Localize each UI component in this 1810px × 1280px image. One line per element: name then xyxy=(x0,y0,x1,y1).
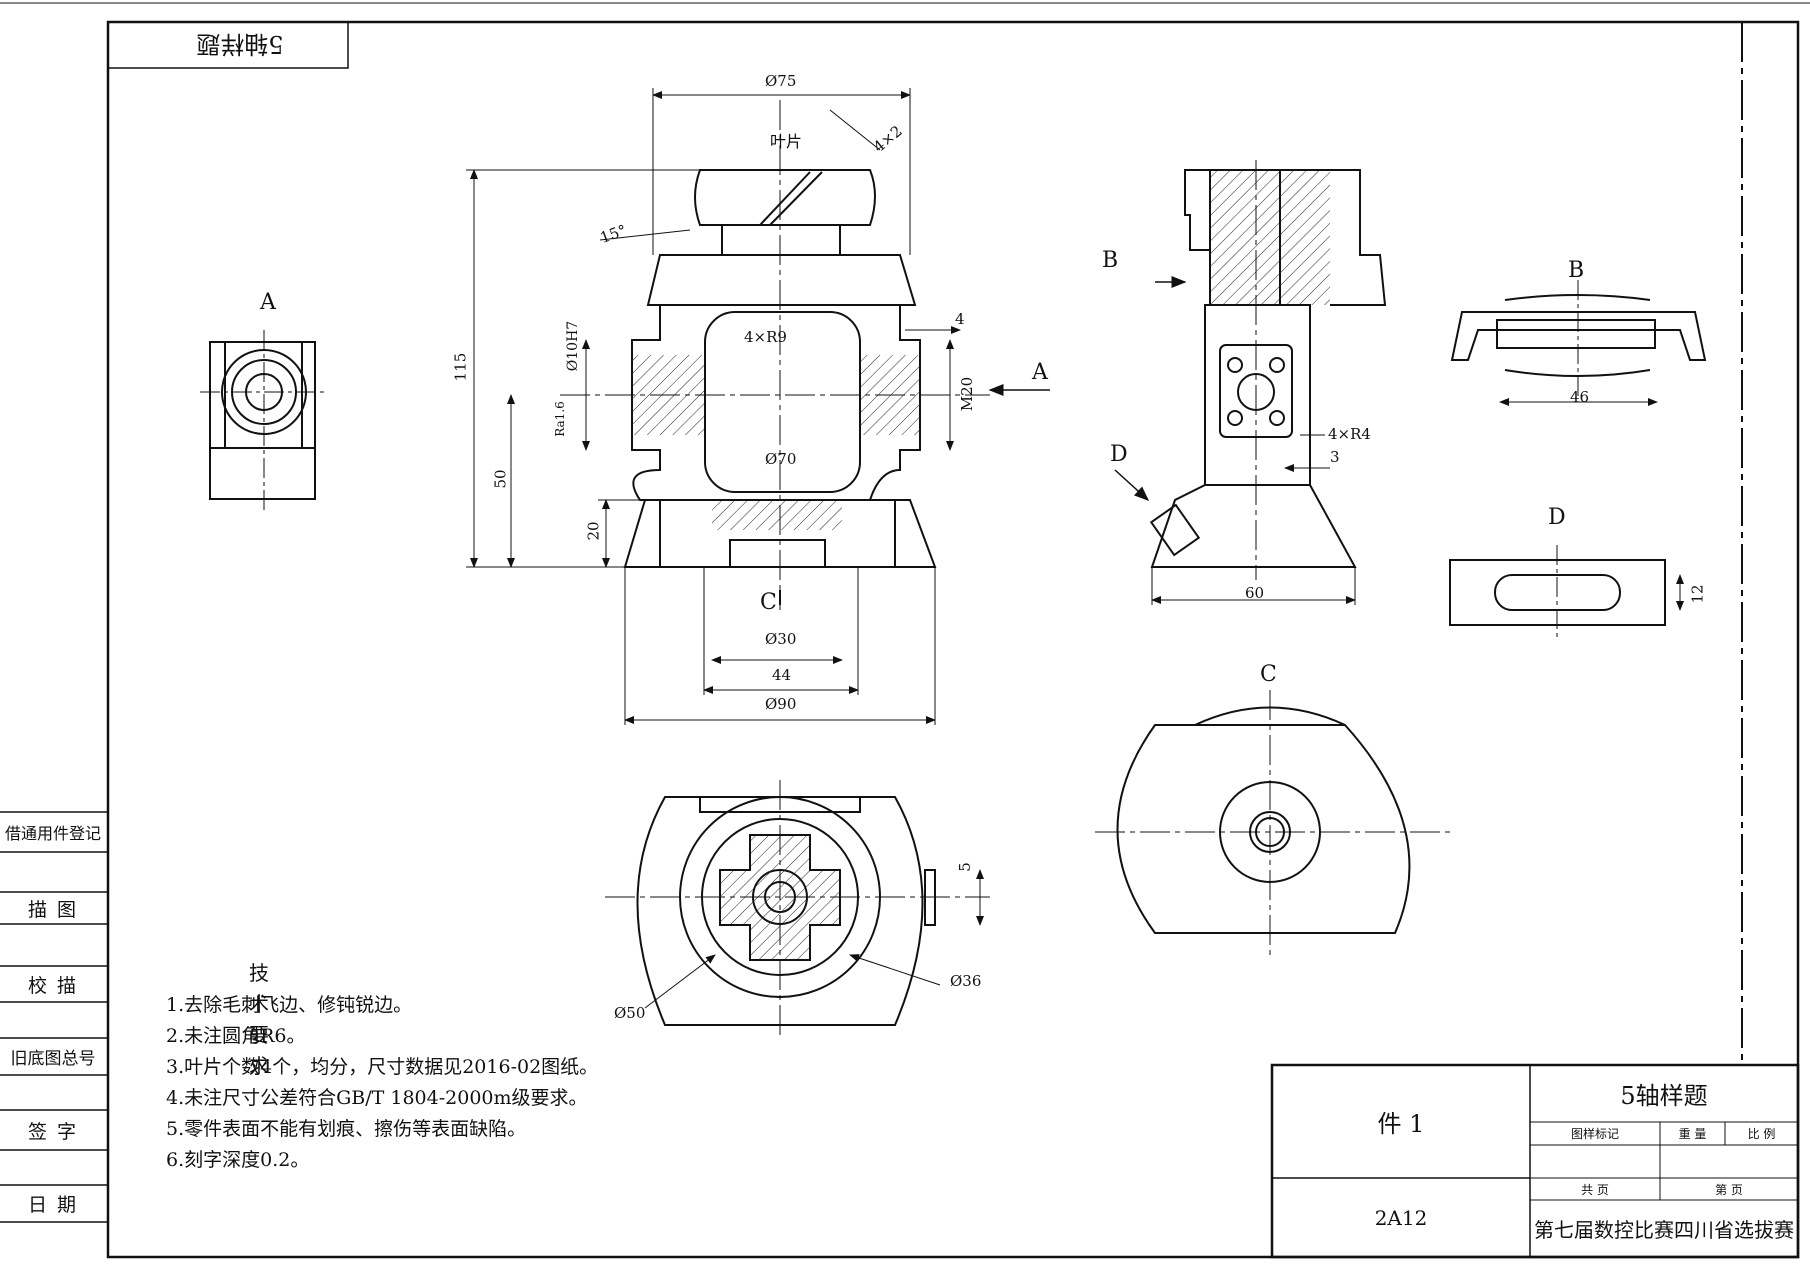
dim-w44: 44 xyxy=(772,666,792,684)
side-label-date: 日 期 xyxy=(27,1194,79,1216)
note-line: 5.零件表面不能有划痕、擦伤等表面缺陷。 xyxy=(166,1118,527,1140)
view-b xyxy=(1450,280,1707,406)
side-section-view xyxy=(1114,160,1387,605)
dim-r4: 4×R4 xyxy=(1328,425,1371,443)
front-view xyxy=(466,88,1050,725)
dim-w4: 4 xyxy=(955,310,965,328)
side-label-registry: 借通用件登记 xyxy=(4,824,101,843)
dim-d30: Ø30 xyxy=(765,630,797,648)
dim-w46: 46 xyxy=(1570,388,1590,406)
blade-label: 叶片 xyxy=(770,132,803,151)
tb-cell-weight: 重 量 xyxy=(1678,1127,1707,1141)
dim-ra: Ra1.6 xyxy=(552,401,567,437)
side-label-old-drawing-no: 旧底图总号 xyxy=(10,1049,96,1069)
tb-cell-page: 第 页 xyxy=(1715,1182,1743,1197)
view-a-arrow-label: A xyxy=(1032,360,1048,385)
view-a xyxy=(200,330,328,510)
dim-h115: 115 xyxy=(451,352,470,382)
note-line: 6.刻字深度0.2。 xyxy=(166,1149,310,1171)
view-d xyxy=(1449,545,1684,640)
note-line: 2.未注圆角R6。 xyxy=(166,1025,306,1047)
dim-h50: 50 xyxy=(491,469,510,489)
dim-w60: 60 xyxy=(1245,584,1265,602)
dim-fillet: 4×R9 xyxy=(744,328,787,346)
tb-cell-mark: 图样标记 xyxy=(1570,1127,1619,1141)
material-label: 2A12 xyxy=(1374,1205,1428,1230)
notes-heading: 技术要求 xyxy=(249,961,269,1078)
bottom-view xyxy=(605,780,990,1040)
side-panel-grid xyxy=(0,811,108,1223)
view-c xyxy=(1095,690,1450,960)
organization-label: 第七届数控比赛四川省选拔赛 xyxy=(1534,1218,1794,1242)
title-block-grid xyxy=(1270,1063,1800,1259)
view-d-arrow-label: D xyxy=(1110,442,1128,467)
view-d-label: D xyxy=(1548,505,1566,530)
dim-w5: 5 xyxy=(955,862,974,872)
tb-cell-scale: 比 例 xyxy=(1747,1127,1776,1141)
dim-d50: Ø50 xyxy=(614,1004,646,1022)
view-b-arrow-label: B xyxy=(1102,248,1119,273)
dim-d90: Ø90 xyxy=(765,695,797,713)
dim-d75: Ø75 xyxy=(765,72,797,90)
drawing-title: 5轴样题 xyxy=(1620,1082,1708,1110)
dim-h20: 20 xyxy=(584,521,603,541)
dim-w3: 3 xyxy=(1330,448,1340,466)
tb-cell-total-pages: 共 页 xyxy=(1581,1182,1609,1197)
note-line: 3.叶片个数4个，均分，尺寸数据见2016-02图纸。 xyxy=(166,1056,599,1078)
dim-d70: Ø70 xyxy=(765,450,797,468)
part-label: 件 1 xyxy=(1377,1110,1425,1138)
view-c-arrow-label: C xyxy=(760,590,777,615)
dim-d10: Ø10H7 xyxy=(565,320,582,372)
note-line: 4.未注尺寸公差符合GB/T 1804-2000m级要求。 xyxy=(166,1087,588,1109)
view-c-label: C xyxy=(1260,662,1277,687)
view-b-label: B xyxy=(1568,258,1585,283)
side-label-checked: 校 描 xyxy=(27,974,79,997)
mirrored-title-tag: 5轴样题 xyxy=(196,30,284,59)
dim-d36: Ø36 xyxy=(950,972,982,990)
note-line: 1.去除毛刺飞边、修钝锐边。 xyxy=(166,994,413,1016)
side-label-signature: 签 字 xyxy=(27,1120,79,1143)
view-a-label: A xyxy=(260,290,276,315)
side-label-drawn: 描 图 xyxy=(27,898,79,921)
dim-m20: M20 xyxy=(958,376,977,412)
dim-w12: 12 xyxy=(1688,584,1707,604)
